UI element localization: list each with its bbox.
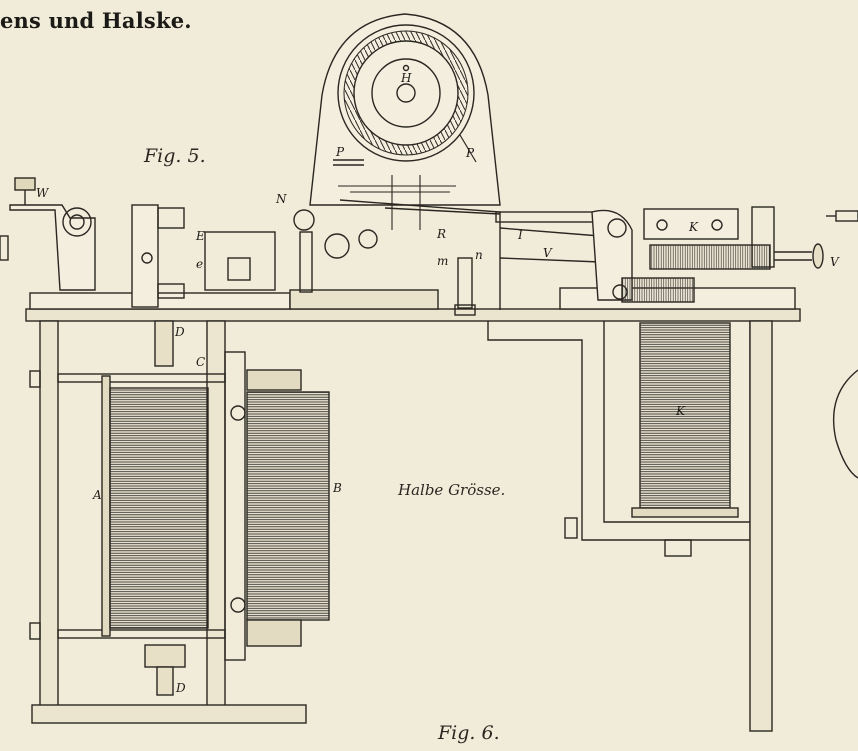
coil-a — [101, 375, 209, 637]
label-k-coil: K — [675, 404, 686, 418]
label-w: W — [36, 186, 50, 200]
figure-5-caption: Fig. 5. — [144, 145, 206, 167]
label-p-left: P — [335, 145, 345, 159]
label-r: R — [436, 227, 446, 241]
scale-note: Halbe Grösse. — [398, 481, 506, 499]
label-b: B — [332, 481, 342, 495]
left-bracket — [9, 177, 185, 308]
label-k-top: K — [688, 220, 699, 234]
frame-right — [487, 320, 773, 732]
label-i: I — [517, 228, 523, 242]
plate-header-title: ens und Halske. — [0, 8, 192, 33]
shaft-d-top — [154, 320, 174, 367]
right-edge-fragment — [0, 210, 858, 479]
label-m: m — [437, 254, 448, 268]
label-p-right: P — [465, 146, 475, 160]
label-v-arm: V — [543, 246, 553, 260]
figure-6-caption: Fig. 6. — [438, 722, 500, 744]
label-a: A — [92, 488, 102, 502]
dial-housing — [309, 13, 501, 230]
shaft-d-bottom — [144, 644, 186, 668]
label-d-bottom: D — [175, 681, 186, 695]
frame-left — [29, 320, 307, 724]
label-h: H — [400, 71, 412, 85]
label-v-right: V — [830, 255, 840, 269]
coil-k — [631, 322, 739, 518]
label-d-top: D — [174, 325, 185, 339]
label-c: C — [196, 355, 205, 369]
label-e-upper: E — [195, 229, 205, 243]
upper-mechanism — [25, 199, 824, 322]
label-n-small: n — [475, 248, 483, 262]
label-n: N — [275, 192, 287, 206]
label-e-lower: e — [196, 257, 203, 271]
part-labels: H P P N W E e R I V m n K V D C A B K D — [36, 71, 840, 695]
coil-b — [230, 369, 330, 647]
